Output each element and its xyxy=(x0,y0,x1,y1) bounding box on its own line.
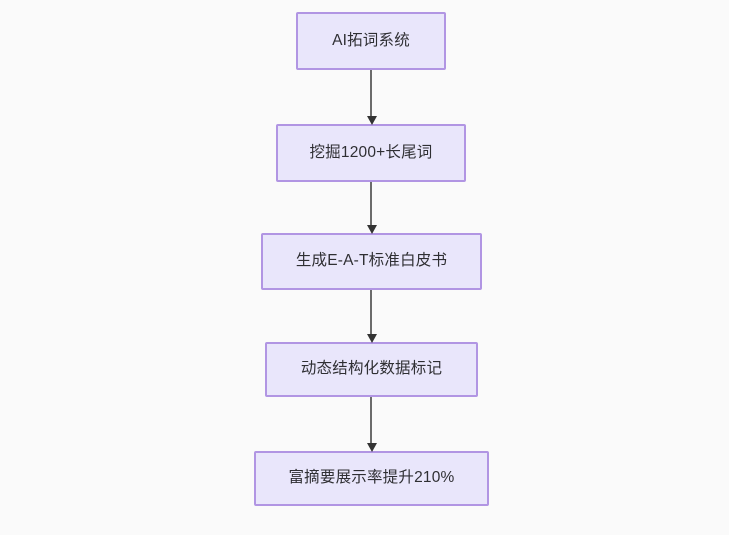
flow-node-label: 挖掘1200+长尾词 xyxy=(309,143,433,161)
flow-node-rich-snippet-impression-lift[interactable]: 富摘要展示率提升210% xyxy=(254,451,489,506)
edge-line xyxy=(370,182,372,225)
flow-node-dynamic-structured-data-markup[interactable]: 动态结构化数据标记 xyxy=(265,342,478,397)
flow-node-ai-keyword-expansion-system[interactable]: AI拓词系统 xyxy=(296,12,446,70)
flow-node-label: 动态结构化数据标记 xyxy=(300,360,443,378)
arrowhead-icon xyxy=(367,225,377,234)
arrowhead-icon xyxy=(367,443,377,452)
flow-node-mine-long-tail-keywords[interactable]: 挖掘1200+长尾词 xyxy=(276,124,466,182)
flow-node-label: 生成E-A-T标准白皮书 xyxy=(295,252,448,270)
flow-node-label: AI拓词系统 xyxy=(332,31,410,49)
edge-line xyxy=(370,290,372,334)
arrowhead-icon xyxy=(367,116,377,125)
edge-line xyxy=(370,397,372,443)
flow-node-label: 富摘要展示率提升210% xyxy=(288,469,455,487)
edge-line xyxy=(370,70,372,116)
flow-node-generate-eat-whitepaper[interactable]: 生成E-A-T标准白皮书 xyxy=(261,233,482,290)
arrowhead-icon xyxy=(367,334,377,343)
